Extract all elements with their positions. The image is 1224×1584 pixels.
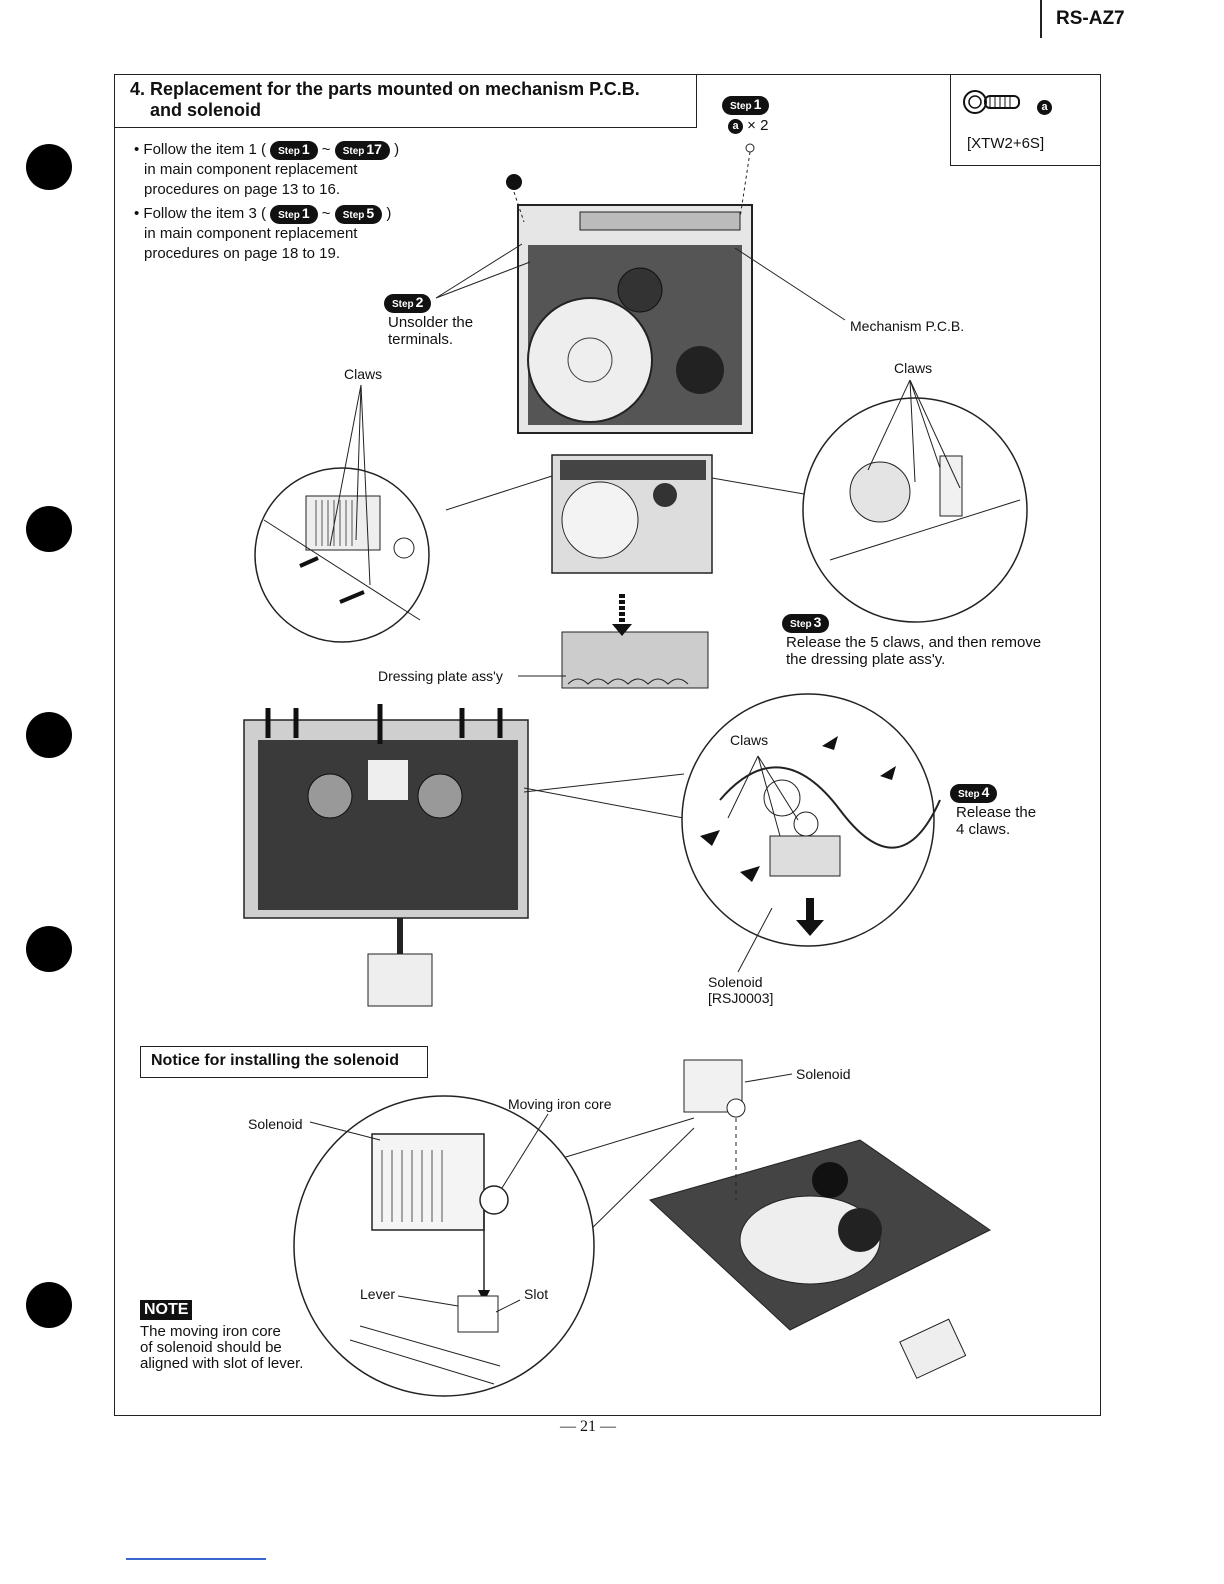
section-title-line2: and solenoid [150,100,262,120]
screw-legend: a [XTW2+6S] [950,74,1101,166]
screw-code: [XTW2+6S] [967,135,1045,152]
moving-core-label: Moving iron core [508,1096,612,1112]
screw-icon [963,90,1020,114]
screw-ref-badge: a [728,118,743,134]
note-tag: NOTE [140,1300,193,1320]
instr-text: • Follow the item 3 ( [134,205,266,222]
model-number: RS-AZ7 [1040,0,1224,38]
mechanism-bottom-drawing [243,704,529,1007]
slot-label: Slot [524,1286,549,1302]
mechanism-3d-drawing [649,1139,991,1379]
solenoid-part-label: Solenoid[RSJ0003] [708,974,774,1006]
solenoid-drawing [683,1059,746,1200]
screw-ref-marker [506,174,522,190]
binder-hole [26,712,72,758]
claws-mid-label: Claws [730,732,769,748]
mechanism-top-drawing [517,204,753,434]
mechanism-pcb-label: Mechanism P.C.B. [850,318,965,334]
paren: ) [394,141,400,158]
claws-right-label: Claws [894,360,933,376]
step-num: 1 [753,96,762,112]
section-title: 4. Replacement for the parts mounted on … [114,74,697,128]
tilde: ~ [321,141,331,158]
page-number: — 21 — [560,1418,616,1435]
instr-line: procedures on page 13 to 16. [144,181,340,198]
screw-qty: × 2 [747,117,769,134]
tilde: ~ [321,205,331,222]
footer-rule [126,1558,266,1560]
notice-title: Notice for installing the solenoid [140,1046,428,1078]
instr-line: in main component replacement [144,225,358,242]
screw-ref-badge: a [1037,100,1052,115]
binder-hole [26,506,72,552]
binder-hole [26,144,72,190]
section-title-line1: 4. Replacement for the parts mounted on … [130,79,640,99]
step-word: Step [730,101,752,112]
solenoid-top-label: Solenoid [796,1066,851,1082]
dressing-plate-drawing [561,631,709,689]
instr-text: • Follow the item 1 ( [134,141,266,158]
content-frame [114,74,1101,1416]
binder-hole [26,926,72,972]
solenoid-left-label: Solenoid [248,1116,303,1132]
claws-left-label: Claws [344,366,383,382]
binder-hole [26,1282,72,1328]
step1-qty: a × 2 [728,116,768,136]
lever-label: Lever [360,1286,396,1302]
instr-line: in main component replacement [144,161,358,178]
instr-line: procedures on page 18 to 19. [144,245,340,262]
paren: ) [386,205,392,222]
mechanism-middle-drawing [551,454,713,574]
dressing-plate-label: Dressing plate ass'y [378,668,503,684]
